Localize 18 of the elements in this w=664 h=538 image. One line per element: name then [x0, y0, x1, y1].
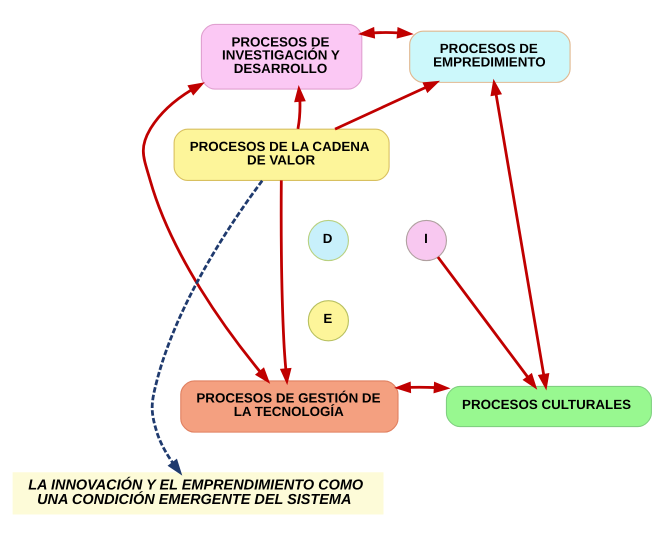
arrow: [358, 26, 414, 38]
arrow: [142, 82, 270, 384]
node-circle: D: [308, 219, 349, 261]
node-box: LA INNOVACIÓN Y EL EMPRENDIMIENTO COMO UNA CONDICIÓN EMERGENTE DEL SISTEMA: [12, 472, 384, 514]
node-circle: I: [406, 219, 447, 261]
node-box: PROCESOS CULTURALES: [446, 385, 652, 427]
arrow: [436, 256, 538, 390]
arrow: [394, 381, 451, 393]
node-box: PROCESOS DE GESTIÓN DE LA TECNOLOGÍA: [180, 380, 399, 432]
arrow: [280, 180, 292, 385]
node-circle: E: [308, 300, 349, 341]
node-box: PROCESOS DE EMPREDIMIENTO: [409, 30, 571, 82]
arrow: [294, 84, 306, 129]
node-box: PROCESOS DE INVESTIGACIÓN Y DESARROLLO: [200, 23, 362, 90]
arrow: [334, 80, 440, 130]
arrow: [490, 78, 550, 390]
node-box: PROCESOS DE LA CADENA DE VALOR: [174, 128, 390, 180]
arrow: [150, 179, 264, 476]
